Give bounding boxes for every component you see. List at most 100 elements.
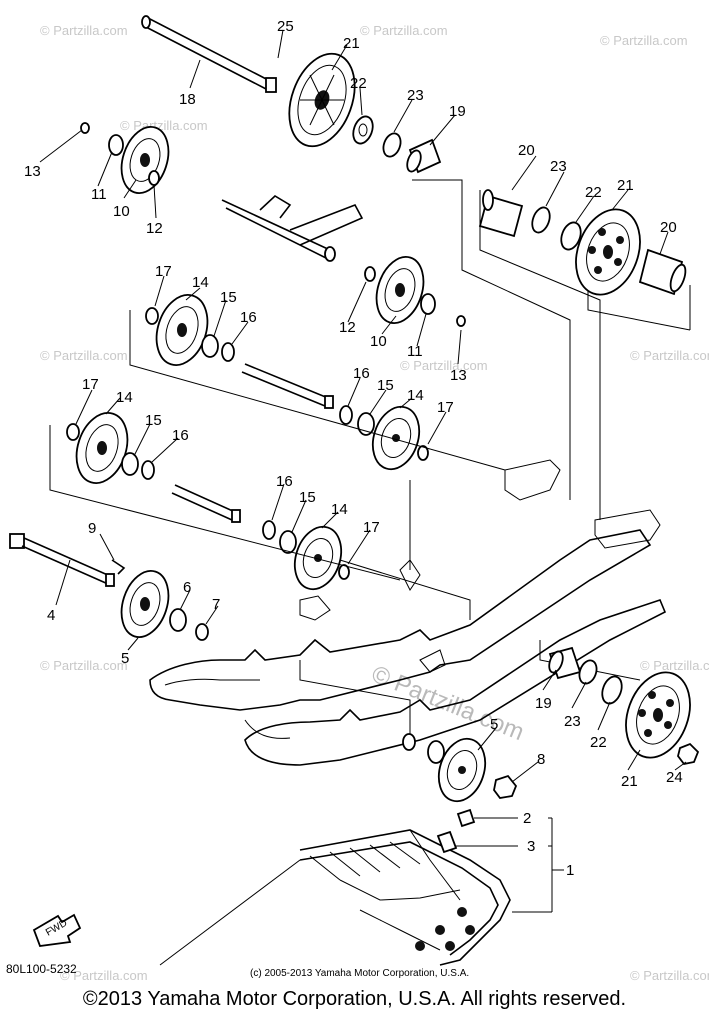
bearing-15-d — [279, 530, 297, 554]
wheel-5-lower — [437, 737, 487, 803]
wheel-21-right — [575, 208, 641, 296]
watermark: © Partzilla.com — [40, 658, 128, 673]
watermark: © Partzilla.com — [60, 968, 148, 983]
label-15: 15 — [377, 377, 394, 394]
label-11: 11 — [407, 343, 423, 360]
label-17: 17 — [155, 263, 172, 280]
label-8: 8 — [537, 751, 545, 768]
collar-19-top — [406, 138, 442, 174]
label-5: 5 — [121, 650, 129, 667]
wheel-21-top — [288, 52, 356, 148]
label-17: 17 — [82, 376, 99, 393]
wheel-14-a — [155, 294, 209, 366]
label-3: 3 — [527, 838, 535, 855]
label-14: 14 — [407, 387, 424, 404]
watermark: © Partzilla.com — [630, 348, 709, 363]
label-21: 21 — [621, 773, 638, 790]
ring-12-mid — [364, 266, 376, 282]
label-19: 19 — [449, 103, 466, 120]
label-15: 15 — [220, 289, 237, 306]
ring-7-lower — [402, 733, 416, 751]
label-16: 16 — [276, 473, 293, 490]
label-12: 12 — [146, 220, 163, 237]
label-4: 4 — [47, 607, 55, 624]
label-25: 25 — [277, 18, 294, 35]
wheel-14-b — [371, 405, 421, 471]
label-10: 10 — [370, 333, 387, 350]
shaft-18 — [141, 15, 277, 93]
label-7: 7 — [212, 596, 220, 613]
label-10: 10 — [113, 203, 130, 220]
label-16: 16 — [353, 365, 370, 382]
label-5: 5 — [490, 716, 498, 733]
ring-16-b — [339, 405, 353, 425]
ring-17-c — [66, 423, 80, 441]
axle-lower — [171, 484, 241, 523]
ring-17-d — [338, 564, 350, 580]
label-2: 2 — [523, 810, 531, 827]
label-19: 19 — [535, 695, 552, 712]
small-credit: (c) 2005-2013 Yamaha Motor Corporation, … — [250, 968, 469, 979]
label-23: 23 — [550, 158, 567, 175]
ring-23-lower — [578, 659, 598, 685]
label-15: 15 — [145, 412, 162, 429]
bearing-11-mid — [420, 293, 436, 315]
nut-8 — [493, 774, 518, 799]
label-22: 22 — [590, 734, 607, 751]
bearing-15-b — [357, 412, 375, 436]
label-13: 13 — [24, 163, 41, 180]
clip-3 — [436, 830, 458, 854]
bearing-15-a — [201, 334, 219, 358]
slide-rail-right — [244, 599, 667, 766]
watermark: © Partzilla.com — [400, 358, 488, 373]
clip-13-left — [80, 122, 90, 134]
watermark: © Partzilla.com — [120, 118, 208, 133]
ring-17-b — [417, 445, 429, 461]
bearing-22-right — [560, 221, 582, 251]
label-22: 22 — [350, 75, 367, 92]
label-16: 16 — [172, 427, 189, 444]
label-14: 14 — [116, 389, 133, 406]
leader-lines — [39, 29, 687, 913]
watermark: © Partzilla.com — [360, 23, 448, 38]
label-12: 12 — [339, 319, 356, 336]
label-20: 20 — [518, 142, 535, 159]
diagram-code: 80L100-5232 — [6, 962, 77, 976]
bearing-15-c — [121, 452, 139, 476]
label-20: 20 — [660, 219, 677, 236]
copyright-footer: ©2013 Yamaha Motor Corporation, U.S.A. A… — [82, 988, 627, 1010]
wheel-5-left — [120, 570, 170, 638]
bearing-6-lower — [427, 740, 445, 764]
label-14: 14 — [331, 501, 348, 518]
ring-17-a — [145, 307, 159, 325]
ring-23-right — [531, 206, 551, 234]
clip-13-mid — [456, 315, 466, 327]
wheel-14-d — [293, 525, 343, 591]
nut-24 — [677, 742, 700, 765]
ring-23-top — [382, 132, 402, 158]
bearing-22-lower — [601, 675, 623, 705]
label-18: 18 — [179, 91, 196, 108]
bearing-22-top — [352, 115, 374, 145]
fwd-arrow: FWD — [32, 913, 82, 947]
clip-2 — [456, 808, 476, 828]
ring-12-left — [148, 170, 160, 186]
slide-rail-left — [149, 529, 652, 711]
label-9: 9 — [88, 520, 96, 537]
axle-mid — [241, 363, 334, 409]
label-21: 21 — [343, 35, 360, 52]
ring-16-d — [262, 520, 276, 540]
collar-20-a — [478, 189, 524, 238]
label-15: 15 — [299, 489, 316, 506]
label-6: 6 — [183, 579, 191, 596]
collar-19-lower — [548, 646, 582, 680]
label-17: 17 — [437, 399, 454, 416]
label-22: 22 — [585, 184, 602, 201]
label-16: 16 — [240, 309, 257, 326]
label-11: 11 — [91, 186, 107, 203]
track-1 — [159, 829, 511, 966]
wheel-21-lower — [625, 671, 691, 759]
label-21: 21 — [617, 177, 634, 194]
part-labels: 25 21 22 23 19 18 13 11 10 12 20 23 22 2… — [24, 18, 683, 879]
